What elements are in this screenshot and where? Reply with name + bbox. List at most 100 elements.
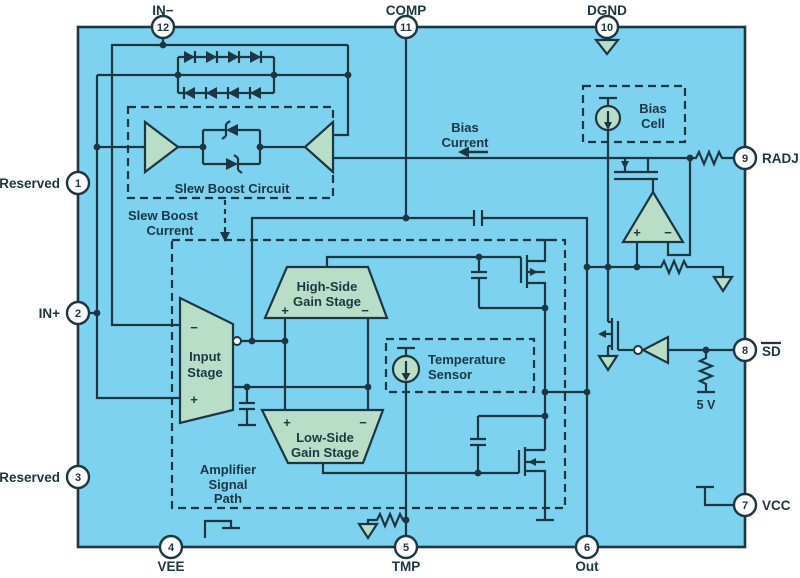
capacitor-low-side	[470, 416, 486, 473]
pin-3-reserved: 3 Reserved	[0, 464, 91, 490]
pin-11-comp: 11 COMP	[386, 3, 427, 40]
svg-text:Stage: Stage	[187, 365, 222, 380]
pin-label: VEE	[157, 559, 184, 574]
shutdown-ground-icon	[596, 354, 620, 373]
svg-text:12: 12	[157, 22, 169, 34]
slew-amp-right-icon	[303, 119, 335, 175]
svg-text:2: 2	[75, 308, 81, 320]
bias-current-arrow-icon	[458, 146, 488, 158]
svg-text:Gain Stage: Gain Stage	[293, 294, 361, 309]
svg-text:8: 8	[742, 345, 748, 357]
pin-label: TMP	[392, 559, 421, 574]
block-labels: Slew Boost Circuit Slew Boost Current Bi…	[128, 101, 716, 506]
pin-10-dgnd: 10 DGND	[587, 3, 627, 40]
svg-text:Path: Path	[214, 491, 242, 506]
pin-6-out: 6 Out	[574, 534, 600, 574]
svg-text:Gain Stage: Gain Stage	[291, 445, 359, 460]
pin-1-reserved: 1 Reserved	[0, 170, 91, 196]
input-stage-output-bubble-icon	[232, 336, 242, 346]
mosfet-low-side-arrow-icon	[528, 458, 536, 466]
inverter-bubble-icon	[633, 345, 643, 355]
capacitor-input-gnd	[238, 387, 256, 427]
input-stage-minus-sign: −	[190, 320, 198, 335]
pin-label: Out	[575, 559, 599, 574]
chip-body	[76, 25, 747, 549]
resistor-tmp	[366, 511, 406, 529]
amplifier-signal-path-box	[170, 238, 567, 510]
mosfet-shutdown-path	[604, 318, 620, 356]
amplifier-signal-path-label: Amplifier	[200, 462, 256, 477]
pin-4-vee: 4 VEE	[157, 534, 185, 574]
capacitor-high-side	[471, 257, 545, 310]
bias-current-source-icon	[594, 104, 622, 132]
diode-string-bottom-icon	[182, 87, 261, 99]
svg-text:Cell: Cell	[641, 116, 665, 131]
svg-text:1: 1	[75, 178, 81, 190]
low-side-minus-sign: −	[359, 415, 367, 430]
bias-cell-label: Bias	[639, 101, 666, 116]
pin-label: RADJ	[762, 151, 799, 166]
high-side-label: High-Side	[297, 279, 358, 294]
pin-8-sd: 8 SD	[732, 337, 781, 363]
input-stage-plus-sign: +	[190, 392, 198, 407]
slew-boost-current-arrow-icon	[220, 200, 230, 242]
pin-9-radj: 9 RADJ	[732, 145, 799, 171]
svg-text:6: 6	[584, 542, 590, 554]
pin-label: SD	[762, 344, 781, 359]
slew-amp-left-icon	[143, 119, 180, 175]
junction-dots	[93, 41, 710, 524]
svg-text:11: 11	[400, 22, 412, 34]
resistor-radj-gnd	[637, 258, 725, 277]
svg-text:Signal: Signal	[208, 477, 247, 492]
radj-amp-icon	[621, 189, 685, 244]
mosfet-high-side-arrow-icon	[530, 268, 538, 276]
svg-text:Current: Current	[147, 223, 195, 238]
resistor-radj	[690, 149, 734, 167]
svg-text:7: 7	[742, 500, 748, 512]
mosfet-high-side-path	[525, 238, 554, 308]
pin-label: COMP	[386, 3, 427, 18]
pin-label: VCC	[762, 498, 791, 513]
svg-text:Current: Current	[442, 135, 490, 150]
high-side-plus-sign: +	[281, 303, 289, 318]
vee-rail-symbol	[203, 519, 240, 538]
bias-current-label: Bias	[451, 120, 478, 135]
svg-text:4: 4	[168, 542, 175, 554]
input-stage-label: Input	[189, 349, 221, 364]
radj-amp-minus-sign: −	[664, 225, 672, 240]
pin-label: IN+	[39, 306, 61, 321]
pin-12-in-minus: 12 IN−	[150, 3, 176, 40]
five-v-label: 5 V	[697, 398, 716, 412]
temperature-sensor-label: Temperature	[428, 352, 506, 367]
high-side-gain-stage-block	[263, 265, 389, 320]
low-side-plus-sign: +	[283, 415, 291, 430]
tmp-ground-icon	[356, 522, 380, 541]
bias-cell-box	[581, 84, 687, 144]
pin-7-vcc: 7 VCC	[732, 492, 791, 518]
diode-string-top-icon	[184, 51, 263, 63]
vcc-rail-symbol	[696, 485, 734, 507]
slew-boost-current-label: Slew Boost	[128, 208, 199, 223]
pin-label: DGND	[587, 3, 627, 18]
shutdown-inverter-icon	[640, 335, 670, 365]
high-side-minus-sign: −	[361, 303, 369, 318]
low-side-gain-stage-block	[260, 408, 385, 465]
svg-text:3: 3	[75, 472, 81, 484]
radj-amp-plus-sign: +	[633, 225, 641, 240]
pin-5-tmp: 5 TMP	[392, 534, 421, 574]
slew-boost-circuit-label: Slew Boost Circuit	[175, 181, 291, 196]
svg-text:5: 5	[403, 542, 409, 554]
svg-text:Sensor: Sensor	[428, 367, 472, 382]
mosfet-shutdown-arrow-icon	[598, 330, 606, 338]
svg-text:10: 10	[601, 22, 613, 34]
pin-label: Reserved	[0, 470, 60, 485]
temperature-sensor-box	[384, 337, 536, 394]
slew-clamp-diodes-icon	[221, 120, 243, 174]
pin-label: Reserved	[0, 176, 60, 191]
radj-ground-icon	[711, 275, 735, 294]
temperature-current-source-icon	[391, 354, 421, 384]
mosfet-radj-path	[614, 158, 658, 192]
dgnd-ground-icon	[593, 38, 621, 56]
